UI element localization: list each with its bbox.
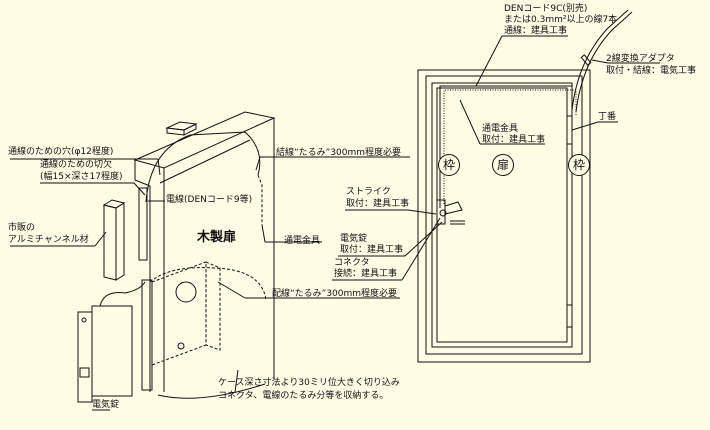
label-den-line3: 通線：建具工事: [504, 26, 568, 36]
label-strike-line2: 取付：建具工事: [346, 199, 410, 209]
label-connector-line2: 接続：建具工事: [334, 269, 398, 279]
label-connector-line1: コネクタ: [334, 258, 370, 268]
label-note-line1: ケース深さ寸法より30ミリ位大きく切り込み: [218, 378, 400, 388]
door-title: 木製扉: [197, 230, 237, 245]
label-hinge-metal: 通電金具: [284, 236, 321, 246]
edge-slot: [138, 187, 153, 391]
label-slack-bottom: 配線“たるみ”300mm程度必要: [272, 289, 398, 299]
label-frame-left: 枠: [438, 154, 460, 176]
label-den-line2: または0.3mm²以上の線7本: [504, 15, 618, 25]
label-adapter-line1: 2線変換アダプタ: [606, 54, 675, 64]
label-cable: 電線(DENコード9等): [166, 195, 253, 205]
label-channel-line2: アルミチャンネル材: [8, 235, 89, 245]
wooden-door: [133, 111, 276, 399]
label-notch-line2: (幅15×深さ17程度): [40, 172, 123, 182]
label-elock-line2: 取付：建具工事: [340, 245, 404, 255]
mortise-cutout: [151, 261, 221, 366]
label-frame-right: 枠: [568, 154, 590, 176]
label-note-line2: コネクタ、電線のたるみ分等を収納する。: [218, 391, 389, 401]
label-strike-line1: ストライク: [346, 187, 391, 197]
thumb-turn-hole: [177, 342, 185, 350]
label-hinge-metal-right-line2: 取付：建具工事: [482, 135, 546, 145]
label-door: 扉: [492, 154, 514, 176]
label-notch-line1: 通線のための切欠: [40, 160, 113, 170]
label-hinge-metal-right-line1: 通電金具: [482, 124, 519, 134]
label-adapter-line2: 取付・結線：電気工事: [606, 66, 697, 76]
label-channel-line1: 市販の: [8, 223, 36, 233]
coiled-cable: [439, 9, 633, 208]
hinge-right: [566, 115, 573, 328]
label-hinge: 丁番: [598, 112, 617, 122]
top-channel-piece: [165, 121, 198, 136]
leaders-right: [332, 35, 660, 281]
label-wire-hole: 通線のための穴(φ12程度): [8, 147, 114, 157]
leaders-left: [10, 156, 410, 411]
cylinder-hole: [175, 281, 197, 303]
label-slack-top: 結線“たるみ”300mm程度必要: [276, 148, 402, 158]
label-elock-line1: 電気錠: [340, 234, 368, 244]
label-den-line1: DENコード9C(別売): [504, 4, 588, 14]
strike-and-lock: [436, 199, 465, 225]
aluminum-channel: [102, 199, 126, 281]
label-electric-lock: 電気錠: [92, 400, 120, 410]
electric-lock-body: [77, 281, 146, 403]
